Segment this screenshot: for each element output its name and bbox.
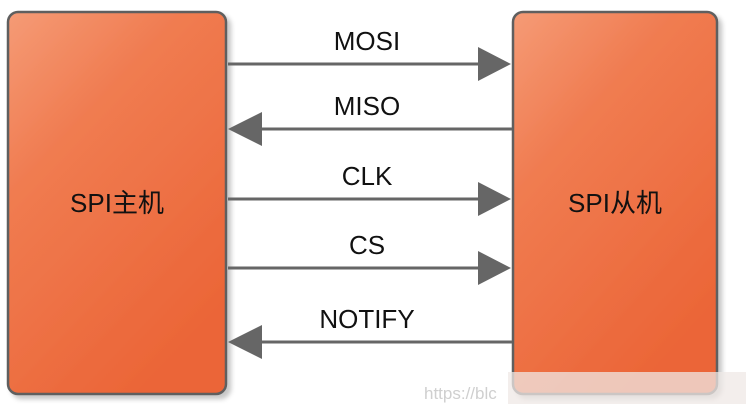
notify-label: NOTIFY [319, 304, 414, 334]
cs-arrowhead [478, 251, 511, 285]
signal-miso: MISO [228, 91, 512, 146]
signal-mosi: MOSI [228, 26, 511, 81]
clk-label: CLK [342, 161, 393, 191]
miso-label: MISO [334, 91, 400, 121]
slave-node: SPI从机 [511, 10, 719, 396]
mosi-arrowhead [478, 47, 511, 81]
notify-arrowhead [228, 325, 262, 359]
signal-notify: NOTIFY [228, 304, 512, 359]
mosi-label: MOSI [334, 26, 400, 56]
master-box [6, 10, 228, 396]
master-label: SPI主机 [70, 188, 164, 218]
signal-clk: CLK [228, 161, 511, 216]
slave-label: SPI从机 [568, 188, 662, 218]
signal-cs: CS [228, 230, 511, 285]
watermark: https://blc [424, 372, 746, 404]
watermark-blur [508, 372, 746, 404]
master-node: SPI主机 [6, 10, 228, 396]
miso-arrowhead [228, 112, 262, 146]
watermark-text: https://blc [424, 384, 497, 403]
cs-label: CS [349, 230, 385, 260]
clk-arrowhead [478, 182, 511, 216]
